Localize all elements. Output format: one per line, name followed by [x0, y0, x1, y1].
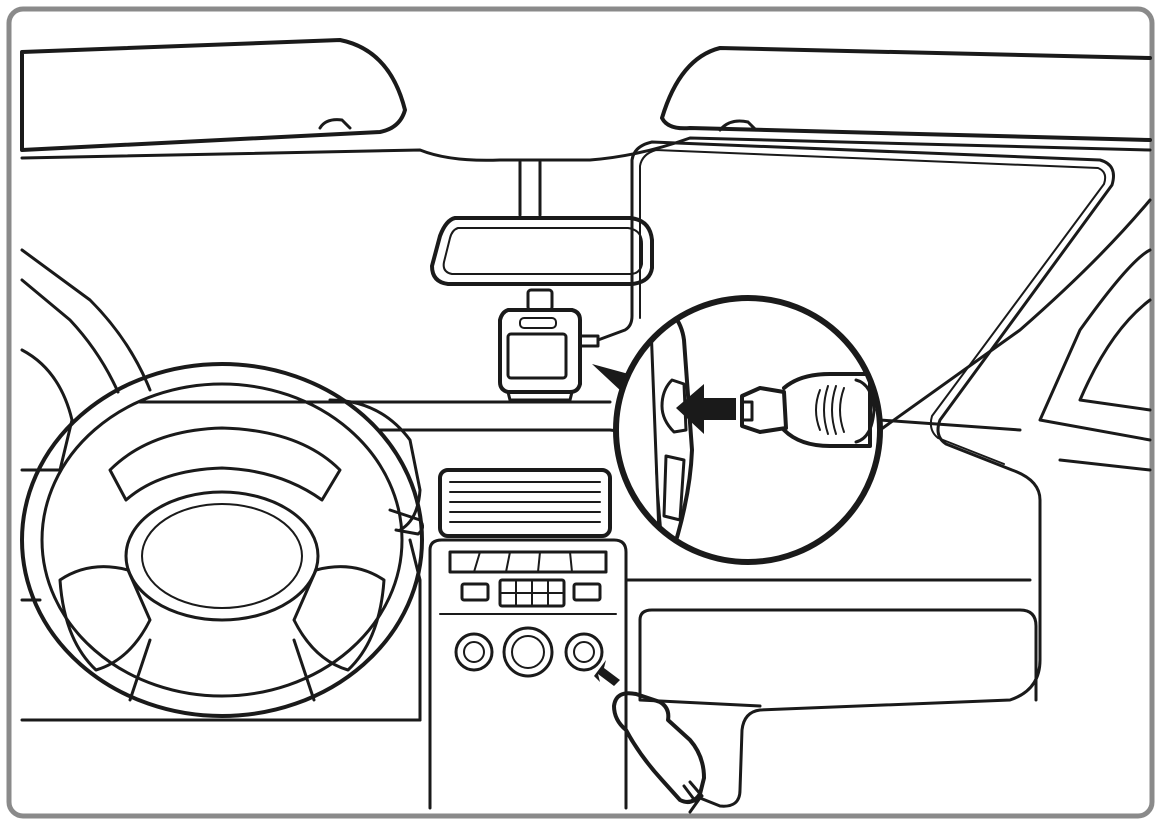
charger-cable-boot: [682, 780, 704, 804]
climate-panel: [448, 550, 608, 574]
zoom-callout: [613, 295, 883, 565]
right-side-window: [1038, 248, 1152, 442]
power-socket-inner: [573, 641, 595, 663]
dashboard-top: [138, 400, 1022, 432]
radio-buttons-grid: [499, 579, 565, 607]
power-socket: [564, 632, 604, 672]
zoom-insert-arrow: [676, 384, 736, 434]
power-cable: [596, 140, 1115, 808]
power-cable-inner: [639, 149, 1107, 465]
passenger-dashboard: [624, 578, 1038, 702]
charger-cable: [688, 796, 702, 814]
zoom-usb-connector: [740, 386, 788, 434]
instrument-cluster: [328, 398, 422, 532]
wiper-stalk: [388, 508, 425, 536]
car-charger-icon: [612, 691, 706, 804]
camera-screen: [506, 332, 568, 380]
center-air-vent: [438, 468, 612, 538]
left-knee-panel: [408, 538, 422, 722]
mirror-stem: [518, 160, 542, 217]
left-side-window: [20, 348, 74, 472]
lower-dash-left: [20, 598, 422, 722]
camera-lens-slot: [519, 317, 557, 329]
camera-base: [506, 390, 574, 402]
hazard-button-left: [460, 582, 490, 602]
right-visor-clip: [718, 119, 758, 132]
zoom-usb-tip: [742, 400, 754, 422]
zoom-side-detail: [662, 454, 686, 522]
right-side-window-frame: [1078, 298, 1152, 412]
knob-left-inner: [463, 641, 485, 663]
insert-arrow-icon: [594, 660, 620, 686]
left-a-pillar-inner: [20, 278, 120, 394]
right-a-pillar: [878, 198, 1152, 432]
figure-frame: [6, 6, 1155, 819]
zoom-circle-outline: [613, 295, 883, 565]
climate-panel-dividers: [473, 551, 573, 573]
knob-left: [454, 632, 494, 672]
knob-center-inner: [511, 635, 545, 669]
center-console: [428, 538, 628, 810]
hazard-button-right: [572, 582, 602, 602]
windshield-top-edge: [20, 136, 1152, 162]
zoom-cable-ridges: [815, 385, 845, 435]
right-door-line: [1058, 458, 1152, 472]
knob-center: [502, 626, 554, 678]
left-sun-visor: [20, 38, 407, 152]
vent-slats: [449, 481, 601, 523]
steering-wheel-icon: [20, 362, 424, 718]
zoom-cable-body: [782, 372, 872, 448]
zoom-cable-end: [854, 378, 876, 444]
zoom-usb-port: [660, 378, 688, 434]
right-sun-visor: [660, 46, 1152, 142]
glovebox: [638, 618, 762, 708]
left-visor-clip: [318, 118, 352, 130]
dash-camera-icon: [498, 308, 582, 394]
